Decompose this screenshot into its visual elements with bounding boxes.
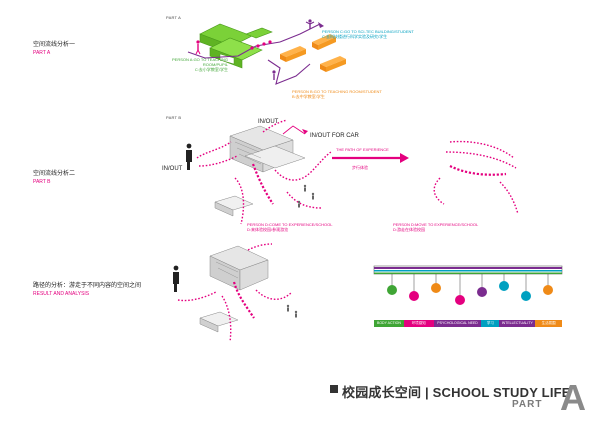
section-a-title: 空间流线分析一 xyxy=(33,42,76,48)
section-c-title: 路径的分析：游走于不同内容的空间之间 xyxy=(33,283,142,289)
section-a-subtitle: PART A xyxy=(33,49,51,56)
people-crowd-c-icon xyxy=(286,304,298,318)
section-b-subtitle: PART B xyxy=(33,178,51,185)
magenta-trail xyxy=(250,40,272,50)
part-a-diagram xyxy=(187,19,346,85)
person-a-line1: PERSON A:GO TO TEACHING xyxy=(172,57,229,62)
legend-bar: BODY ACTION 环境感知 PSYCHOLOGICAL NEED 学习 I… xyxy=(374,320,563,327)
person-d1-callout: PERSON D:COME TO EXPERIENCE/SCHOOL D:来体验… xyxy=(247,222,332,232)
person-d1-line1: PERSON D:COME TO EXPERIENCE/SCHOOL xyxy=(247,222,333,227)
legend-intellectuality: INTELLECTUALITY xyxy=(499,320,536,327)
person-c-line2: C:去科技楼进行科学实验及研究/学生 xyxy=(322,34,388,40)
experience-timeline xyxy=(373,265,563,305)
walking-person-icon xyxy=(186,143,192,170)
standing-person-icon xyxy=(173,265,179,292)
footer-part-letter: A xyxy=(560,377,586,418)
person-a-callout: PERSON A:GO TO TEACHING ROOM/PUPIL C:去小学… xyxy=(172,57,228,73)
experience-en-label: THE PATH OF EXPERIENCE xyxy=(336,147,389,152)
legend-environment: 环境感知 xyxy=(403,320,434,327)
footer-square-icon xyxy=(330,385,338,393)
legend-body-action: BODY ACTION xyxy=(374,320,404,327)
legend-life: 生活氛围 xyxy=(535,320,563,327)
legend-study: 学习 xyxy=(481,320,500,327)
section-a-heading: 空间流线分析一 PART A xyxy=(33,42,75,56)
part-b-diagram xyxy=(186,119,332,225)
in-out-top-label: IN/OUT xyxy=(258,119,279,125)
part-b-label: PART B xyxy=(166,115,182,120)
section-c-subtitle: RESULT AND ANALYSIS xyxy=(33,290,90,297)
footer-title: 校园成长空间 | SCHOOL STUDY LIFE xyxy=(342,385,571,400)
part-a-label: PART A xyxy=(166,15,181,20)
timeline-nodes xyxy=(387,281,553,305)
section-b-title: 空间流线分析二 xyxy=(33,171,76,177)
person-d2-line2: D:游走在体验校园 xyxy=(393,227,425,233)
footer-part-word: PART xyxy=(512,399,543,410)
experience-cn-label: 步行体验 xyxy=(352,165,368,170)
section-c-heading: 路径的分析：游走于不同内容的空间之间 RESULT AND ANALYSIS xyxy=(33,283,141,297)
main-path xyxy=(251,163,274,205)
car-arrow-icon xyxy=(282,125,308,135)
grey-building xyxy=(214,125,306,217)
in-out-left-label: IN/OUT xyxy=(162,166,183,172)
person-a-line2: ROOM/PUPIL xyxy=(202,62,229,68)
in-out-car-label: IN/OUT FOR CAR xyxy=(310,133,359,139)
person-b-line1: PERSON B:GO TO TEACHING ROOM/STUDENT xyxy=(292,89,382,94)
legend-psychological: PSYCHOLOGICAL NEED xyxy=(433,320,482,327)
timeline-ticks xyxy=(391,274,549,296)
person-c-line1: PERSON C:GO TO SCI-TEC BUILDING/STUDENT xyxy=(322,29,414,34)
person-b-line2: B:去中学教室/学生 xyxy=(292,94,325,100)
green-building xyxy=(199,23,273,69)
person-d1-line2: D:来体验校园/参观游览 xyxy=(247,227,289,233)
timeline-stripes xyxy=(374,267,562,274)
person-figures xyxy=(195,19,315,80)
orange-blocks xyxy=(280,34,346,72)
flow-paths-c xyxy=(177,243,293,343)
people-crowd-icon xyxy=(297,184,315,208)
person-a-line3: C:去小学教室/学生 xyxy=(194,67,229,73)
abstract-path-diagram xyxy=(433,140,519,215)
experience-arrow-icon xyxy=(332,153,409,163)
person-d2-line1: PERSON D:MOVE TO EXPERIENCE/SCHOOL xyxy=(393,222,479,227)
grey-building-c xyxy=(199,245,269,333)
part-c-diagram xyxy=(173,243,298,343)
flow-paths xyxy=(196,119,332,225)
person-d2-callout: PERSON D:MOVE TO EXPERIENCE/SCHOOL D:游走在… xyxy=(393,222,478,232)
person-c-callout: PERSON C:GO TO SCI-TEC BUILDING/STUDENT … xyxy=(322,29,414,39)
section-b-heading: 空间流线分析二 PART B xyxy=(33,171,75,185)
person-b-callout: PERSON B:GO TO TEACHING ROOM/STUDENT B:去… xyxy=(292,89,382,99)
main-path-c xyxy=(232,281,255,319)
